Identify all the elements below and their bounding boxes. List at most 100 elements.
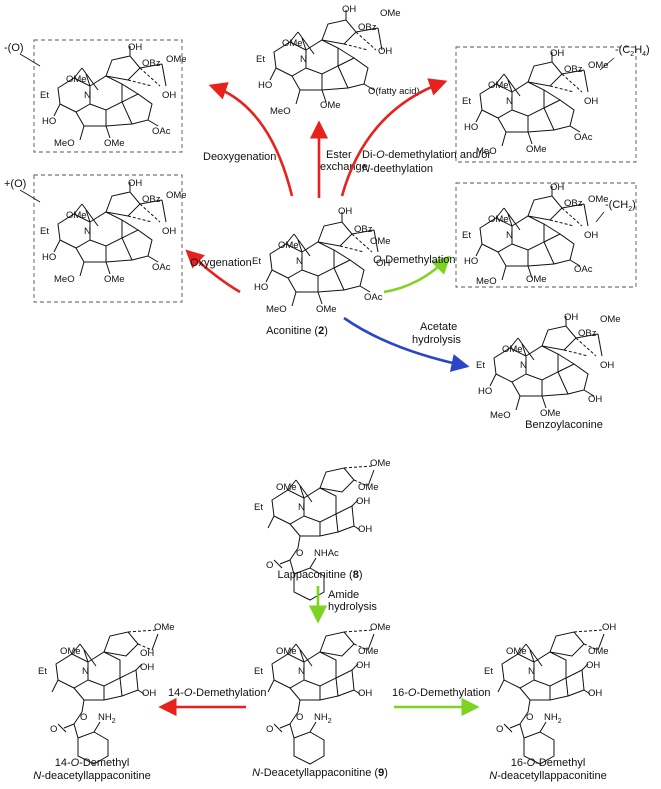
- svg-text:OMe: OMe: [66, 210, 87, 221]
- svg-text:OMe: OMe: [588, 646, 609, 657]
- svg-text:HO: HO: [42, 116, 56, 127]
- svg-text:OMe: OMe: [506, 646, 527, 657]
- svg-text:OMe: OMe: [380, 8, 401, 19]
- svg-text:N: N: [82, 666, 89, 677]
- svg-text:N: N: [298, 502, 305, 513]
- svg-text:OH: OH: [550, 48, 564, 59]
- tag-oxy: +(O): [4, 178, 26, 190]
- structure-n-deacetyllappaconitine: OMe OMe OMe OH OH Et N O O NH2: [254, 622, 391, 765]
- svg-text:OMe: OMe: [370, 622, 391, 633]
- svg-text:OMe: OMe: [588, 60, 609, 71]
- lappaconitine-label: Lappaconitine (8): [277, 569, 362, 581]
- label-acetate-hydrolysis-1: Acetate: [420, 321, 457, 333]
- arrow-deoxygenation: [208, 82, 294, 197]
- svg-text:OMe: OMe: [526, 144, 547, 155]
- structure-aconitine: OH OMe OBz OMe OH Et N HO MeO OMe OAc: [252, 206, 391, 315]
- svg-text:O: O: [496, 724, 503, 735]
- label-o-demethylation: O-Demethylation: [373, 254, 456, 266]
- svg-text:OMe: OMe: [276, 646, 297, 657]
- svg-text:MeO: MeO: [490, 410, 511, 421]
- arrow-acetate-hydrolysis: [343, 316, 470, 372]
- svg-text:OMe: OMe: [104, 138, 125, 149]
- svg-text:OH: OH: [128, 178, 142, 189]
- svg-text:OH: OH: [600, 360, 614, 371]
- label-deoxygenation: Deoxygenation: [203, 151, 276, 163]
- svg-text:OH: OH: [162, 226, 176, 237]
- svg-text:O: O: [266, 724, 273, 735]
- 16-o-demethyl-label-2: N-deacetyllappaconitine: [489, 770, 606, 782]
- label-amide-hydrolysis-2: hydrolysis: [328, 601, 377, 613]
- label-14-o-demethylation: 14-O-Demethylation: [168, 687, 266, 699]
- svg-text:OMe: OMe: [276, 482, 297, 493]
- svg-text:NHAc: NHAc: [314, 548, 339, 559]
- 16-o-demethyl-label-1: 16-O-Demethyl: [511, 757, 586, 769]
- svg-text:MeO: MeO: [54, 138, 75, 149]
- svg-text:OH: OH: [342, 4, 356, 15]
- svg-text:OH: OH: [588, 688, 602, 699]
- svg-text:NH2: NH2: [98, 712, 116, 725]
- svg-text:N: N: [298, 666, 305, 677]
- tag-didemethyl: -(C2H4): [615, 44, 650, 58]
- svg-text:OBz: OBz: [354, 224, 373, 235]
- label-amide-hydrolysis-1: Amide: [328, 589, 359, 601]
- svg-text:Et: Et: [254, 666, 263, 677]
- svg-text:OH: OH: [564, 312, 578, 323]
- svg-text:N: N: [300, 54, 307, 65]
- svg-text:OMe: OMe: [320, 100, 341, 111]
- svg-text:OMe: OMe: [502, 344, 523, 355]
- svg-text:O: O: [50, 724, 57, 735]
- svg-text:HO: HO: [258, 80, 272, 91]
- svg-text:OMe: OMe: [488, 214, 509, 225]
- aconitine-label: Aconitine (2): [266, 325, 328, 337]
- svg-text:OH: OH: [602, 622, 616, 633]
- svg-text:OMe: OMe: [488, 80, 509, 91]
- svg-text:N: N: [506, 230, 513, 241]
- structure-14-o-demethyl: OMe OMe OH OH OH Et N O O NH2: [38, 622, 175, 765]
- label-16-o-demethylation: 16-O-Demethylation: [392, 687, 490, 699]
- svg-text:OBz: OBz: [142, 58, 161, 69]
- structure-16-o-demethyl: OMe OMe OH OH OH Et N O O NH2: [484, 622, 616, 765]
- svg-text:OMe: OMe: [588, 194, 609, 205]
- svg-text:OMe: OMe: [154, 622, 175, 633]
- svg-text:OAc: OAc: [152, 262, 171, 273]
- svg-text:OH: OH: [356, 496, 370, 507]
- svg-text:N: N: [84, 226, 91, 237]
- svg-text:OMe: OMe: [540, 408, 561, 419]
- svg-text:OMe: OMe: [282, 38, 303, 49]
- label-didemethylation-2: N-deethylation: [362, 163, 433, 175]
- svg-text:OH: OH: [128, 42, 142, 53]
- tag-demethyl: -(CH2): [605, 199, 636, 213]
- svg-text:Et: Et: [476, 360, 485, 371]
- svg-text:N: N: [84, 90, 91, 101]
- svg-text:OMe: OMe: [358, 646, 379, 657]
- svg-text:OMe: OMe: [370, 458, 391, 469]
- svg-text:OBz: OBz: [564, 64, 583, 75]
- svg-text:N: N: [296, 256, 303, 267]
- svg-text:HO: HO: [464, 122, 478, 133]
- product-box-oxy: [33, 174, 183, 303]
- n-deacetyllappaconitine-label: N-Deacetyllappaconitine (9): [252, 767, 388, 779]
- svg-text:Et: Et: [462, 96, 471, 107]
- svg-text:O: O: [80, 712, 87, 723]
- svg-text:OMe: OMe: [370, 236, 391, 247]
- svg-text:MeO: MeO: [476, 146, 497, 157]
- label-oxygenation: Oxygenation: [190, 257, 252, 269]
- svg-text:NH2: NH2: [544, 712, 562, 725]
- svg-text:N: N: [506, 96, 513, 107]
- svg-text:OMe: OMe: [104, 274, 125, 285]
- svg-text:OAc: OAc: [574, 264, 593, 275]
- benzoylaconine-label: Benzoylaconine: [525, 419, 603, 431]
- svg-text:OMe: OMe: [66, 74, 87, 85]
- product-box-deoxy: [33, 39, 183, 153]
- structure-demethyl-product: OH OMe OBz OMe OH Et N HO MeO OMe OAc: [462, 182, 609, 287]
- svg-text:N: N: [528, 666, 535, 677]
- svg-text:Et: Et: [256, 54, 265, 65]
- svg-text:OH: OH: [550, 182, 564, 193]
- svg-text:HO: HO: [464, 256, 478, 267]
- structure-deoxy-product: OH OMe OBz OMe OH Et N HO MeO OMe OAc: [40, 42, 187, 149]
- svg-text:OBz: OBz: [578, 328, 597, 339]
- arrow-didemethylation: [340, 78, 448, 197]
- svg-text:OH: OH: [358, 688, 372, 699]
- svg-text:OMe: OMe: [358, 482, 379, 493]
